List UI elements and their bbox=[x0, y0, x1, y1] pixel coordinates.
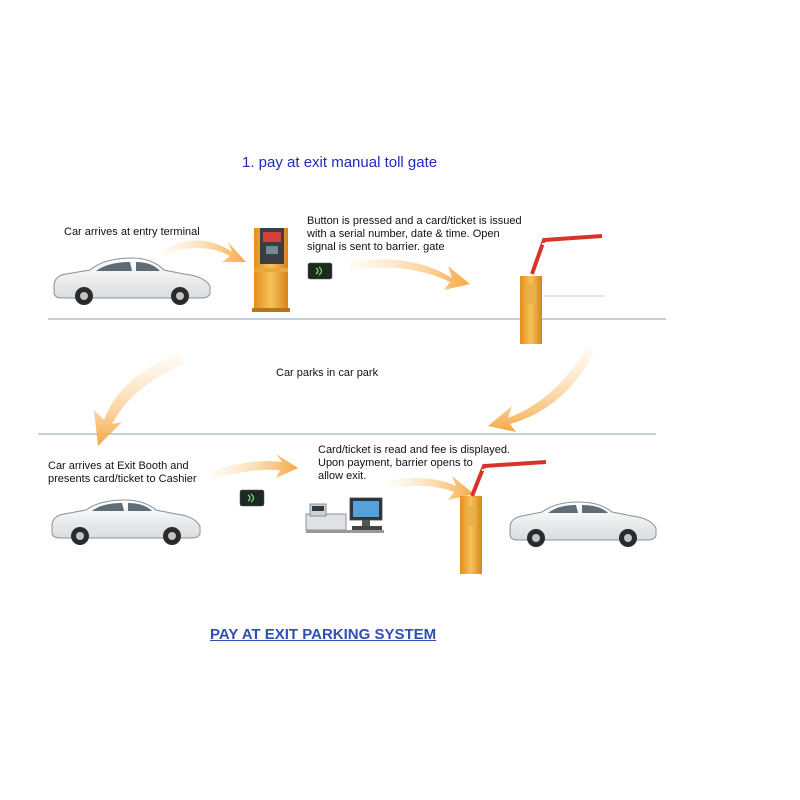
diagram-title: 1. pay at exit manual toll gate bbox=[242, 154, 438, 171]
step-read-label: Card/ticket is read and fee is displayed… bbox=[318, 444, 510, 482]
footer-heading: PAY AT EXIT PARKING SYSTEM bbox=[210, 626, 437, 643]
flow-arrow-6 bbox=[390, 476, 474, 500]
barrier-gate-icon bbox=[460, 460, 547, 574]
entry-terminal-icon bbox=[252, 228, 290, 312]
car-icon bbox=[51, 499, 201, 545]
flow-arrow-4 bbox=[488, 346, 594, 432]
step-park-label: Car parks in car park bbox=[276, 367, 379, 379]
cashier-station-icon bbox=[305, 497, 384, 533]
step-entry-label: Car arrives at entry terminal bbox=[64, 226, 200, 238]
flow-arrow-1 bbox=[162, 240, 246, 262]
car-icon bbox=[509, 501, 657, 547]
flow-arrow-2 bbox=[350, 259, 470, 290]
barrier-gate-icon bbox=[520, 234, 604, 344]
step-exit-booth-label: Car arrives at Exit Booth and presents c… bbox=[48, 460, 197, 485]
flow-arrow-5 bbox=[210, 454, 298, 480]
ticket-card-icon bbox=[239, 489, 265, 507]
ticket-card-icon bbox=[307, 262, 333, 280]
step-issue-label: Button is pressed and a card/ticket is i… bbox=[307, 215, 522, 253]
flow-arrow-3 bbox=[94, 354, 184, 446]
car-icon bbox=[53, 257, 211, 305]
